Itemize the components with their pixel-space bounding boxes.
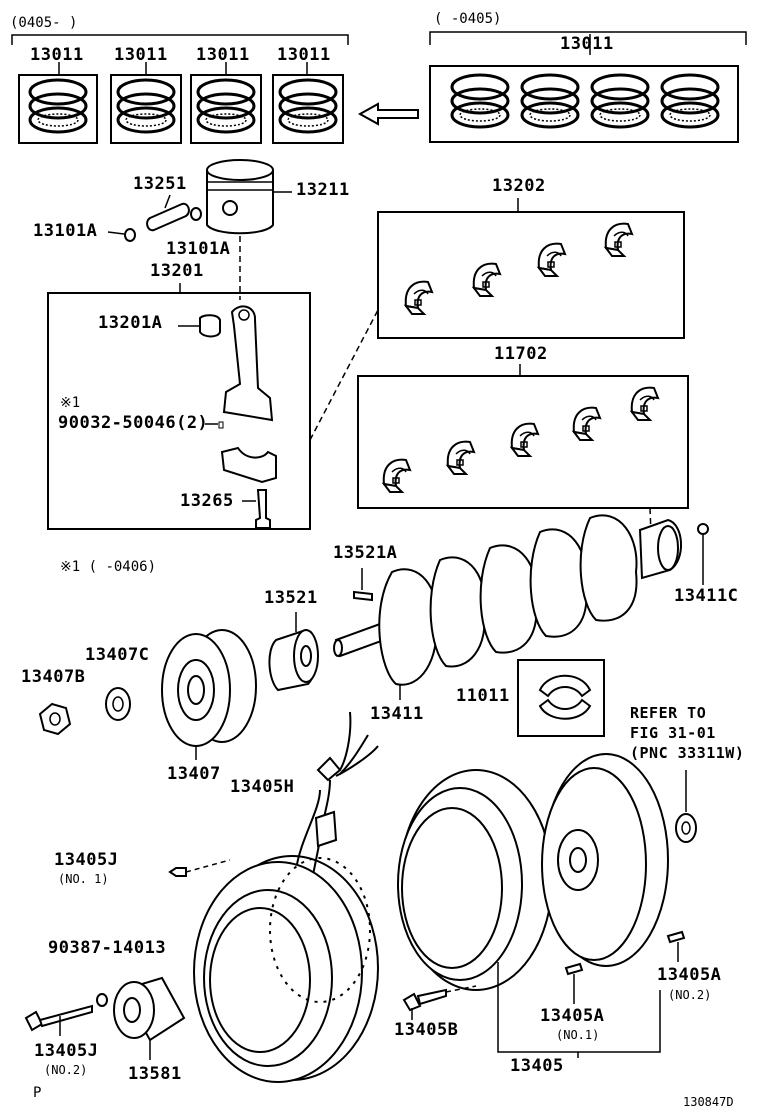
label-nut: 13407B bbox=[21, 667, 86, 687]
footnote: ※1 ( -0406) bbox=[60, 559, 157, 575]
range-right-label: ( -0405) bbox=[434, 11, 502, 27]
label-pin-a1: 13405A bbox=[540, 1006, 605, 1026]
label-piston-pin: 13251 bbox=[133, 174, 187, 194]
note-marker: ※1 bbox=[60, 395, 81, 411]
label-screw-j1: 13405J bbox=[54, 850, 119, 870]
label-bolt-j2-sub: (NO.2) bbox=[44, 1063, 88, 1077]
label-rod-bolt: 13265 bbox=[180, 491, 234, 511]
refer-note-1: REFER TO bbox=[630, 704, 707, 722]
label-crankshaft: 13411 bbox=[370, 704, 424, 724]
label-plug: 90387-14013 bbox=[48, 938, 167, 958]
label-washer: 13407C bbox=[85, 645, 150, 665]
label-piston: 13211 bbox=[296, 180, 350, 200]
label-ring-right: 13011 bbox=[560, 34, 614, 54]
refer-note-2: FIG 31-01 bbox=[630, 724, 716, 742]
label-rod-nut: 90032-50046(2) bbox=[58, 413, 209, 433]
label-pin-a2: 13405A bbox=[657, 965, 722, 985]
label-rod-bush: 13201A bbox=[98, 313, 163, 333]
label-bolt-j2: 13405J bbox=[34, 1041, 99, 1061]
label-rod-set: 13201 bbox=[150, 261, 204, 281]
label-rod-bearings: 13202 bbox=[492, 176, 546, 196]
label-oil-filter: 13581 bbox=[128, 1064, 182, 1084]
range-left-label: (0405- ) bbox=[10, 15, 78, 31]
label-pin-13411c: 13411C bbox=[674, 586, 739, 606]
label-pin-a2-sub: (NO.2) bbox=[668, 988, 712, 1002]
label-snap-ring-right: 13101A bbox=[166, 239, 231, 259]
label-flywheel: 13405 bbox=[510, 1056, 564, 1076]
label-ring-1: 13011 bbox=[30, 45, 84, 65]
refer-note-3: (PNC 33311W) bbox=[630, 744, 745, 762]
label-pin-a1-sub: (NO.1) bbox=[556, 1028, 600, 1042]
corner-p: P bbox=[33, 1085, 42, 1101]
label-ring-3: 13011 bbox=[196, 45, 250, 65]
label-bolt-b: 13405B bbox=[394, 1020, 459, 1040]
label-pulley: 13407 bbox=[167, 764, 221, 784]
label-ring-4: 13011 bbox=[277, 45, 331, 65]
label-timing-gear: 13521 bbox=[264, 588, 318, 608]
label-harness: 13405H bbox=[230, 777, 295, 797]
label-ring-2: 13011 bbox=[114, 45, 168, 65]
label-screw-j1-sub: (NO. 1) bbox=[58, 872, 109, 886]
label-key: 13521A bbox=[333, 543, 398, 563]
label-thrust-washers: 11011 bbox=[456, 686, 510, 706]
label-snap-ring-left: 13101A bbox=[33, 221, 98, 241]
diagram-id: 130847D bbox=[683, 1095, 734, 1109]
label-main-bearings: 11702 bbox=[494, 344, 548, 364]
